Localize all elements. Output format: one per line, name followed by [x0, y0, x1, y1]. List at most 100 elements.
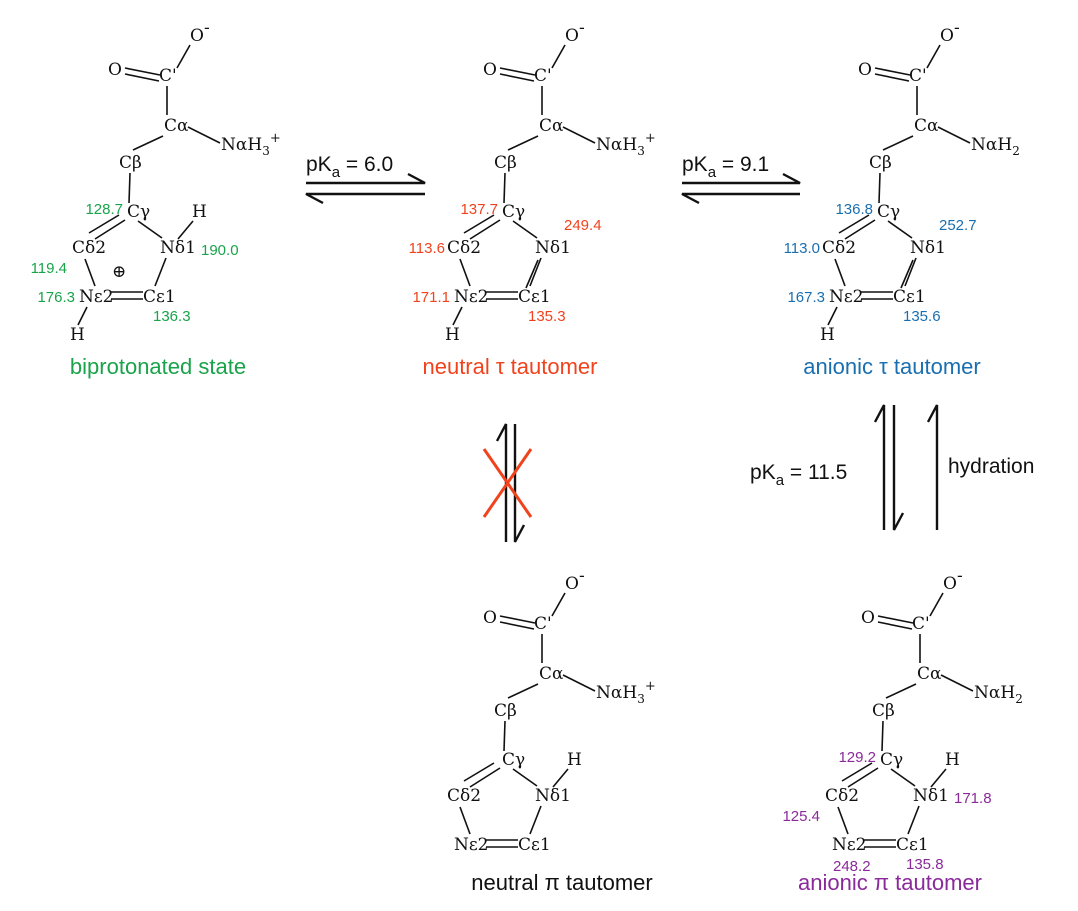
bond-ne2-h	[827, 306, 838, 326]
bond-cg-cd2	[847, 767, 879, 788]
beta-carbon: Cβ	[494, 153, 517, 173]
beta-carbon: Cβ	[869, 153, 892, 173]
bond-cg-cd2-double	[841, 762, 873, 782]
beta-carbon: Cβ	[119, 153, 142, 173]
oxygen-atom: O	[483, 60, 497, 80]
double-bond	[499, 67, 536, 76]
bond	[507, 683, 539, 699]
bond	[551, 44, 566, 69]
hydrogen-atom: H	[567, 750, 582, 770]
reverse-arrow	[305, 192, 425, 205]
up-arrow	[495, 423, 508, 542]
alpha-carbon: Cα	[164, 116, 189, 136]
epsilon1-carbon: Cε1	[143, 287, 176, 307]
amine-group: NαH3+	[221, 131, 281, 158]
delta1-nitrogen: Nδ1	[535, 786, 571, 806]
hydrogen-atom: H	[945, 750, 960, 770]
gamma-carbon: Cγ	[880, 750, 903, 770]
alpha-carbon: Cα	[917, 664, 942, 684]
bond-cd2-ne2	[459, 258, 471, 287]
shift-n-epsilon2: 171.1	[412, 289, 450, 306]
negative-charge: -	[204, 18, 210, 38]
carbonyl-carbon: C'	[912, 614, 930, 634]
up-arrow	[873, 404, 886, 530]
structure-label: anionic τ tautomer	[803, 354, 980, 379]
negative-charge: -	[579, 18, 585, 38]
epsilon2-nitrogen: Nε2	[454, 287, 489, 307]
bond-ce1-nd1	[904, 257, 917, 287]
epsilon2-nitrogen: Nε2	[454, 835, 489, 855]
shift-n-delta1: 249.4	[564, 217, 602, 234]
structure-label: neutral τ tautomer	[422, 354, 597, 379]
oxygen-anion: O	[940, 26, 954, 46]
bond-ne2-h	[452, 306, 463, 326]
bond	[132, 135, 164, 151]
hydrogen-atom: H	[192, 202, 207, 222]
cross-mark	[482, 448, 533, 518]
oxygen-atom: O	[108, 60, 122, 80]
delta2-carbon: Cδ2	[447, 238, 481, 258]
bond	[929, 592, 944, 617]
epsilon2-nitrogen: Nε2	[832, 835, 867, 855]
bond	[940, 674, 974, 692]
double-bond	[124, 67, 161, 76]
down-arrow	[892, 405, 905, 531]
oxygen-anion: O	[943, 574, 957, 594]
pka-label-6: pKa = 6.0	[306, 153, 393, 181]
shift-c-delta2: 113.6	[409, 240, 445, 257]
delta1-nitrogen: Nδ1	[910, 238, 946, 258]
bond-ce1-nd1-double	[900, 259, 914, 289]
hydrogen-atom: H	[70, 325, 85, 345]
shift-c-delta2: 113.0	[784, 240, 820, 257]
delta2-carbon: Cδ2	[825, 786, 859, 806]
bond-cg-nd1	[512, 220, 538, 239]
delta2-carbon: Cδ2	[447, 786, 481, 806]
epsilon2-nitrogen: Nε2	[829, 287, 864, 307]
delta2-carbon: Cδ2	[822, 238, 856, 258]
shift-n-epsilon2: 176.3	[37, 289, 75, 306]
epsilon1-carbon: Cε1	[518, 287, 551, 307]
bond-nd1-h	[930, 768, 947, 788]
gamma-carbon: Cγ	[502, 750, 525, 770]
double-bond	[124, 73, 160, 82]
hydrogen-atom: H	[445, 325, 460, 345]
hydration-arrow	[926, 404, 939, 530]
bond	[176, 44, 191, 69]
bond-ne2-h	[77, 306, 88, 326]
bond	[503, 172, 506, 204]
alpha-carbon: Cα	[914, 116, 939, 136]
double-bond	[874, 73, 910, 82]
equilibrium-neutral-tau-anionic-tau: pKa = 9.1	[681, 153, 801, 205]
bond	[187, 126, 221, 144]
amine-group: NαH3+	[596, 131, 656, 158]
alpha-carbon: Cα	[539, 664, 564, 684]
beta-carbon: Cβ	[494, 701, 517, 721]
double-bond	[499, 621, 535, 630]
shift-c-epsilon1: 136.3	[153, 308, 191, 325]
bond-cd2-ne2	[834, 258, 846, 287]
delta2-carbon: Cδ2	[72, 238, 106, 258]
hydration-label: hydration	[948, 455, 1034, 478]
equilibrium-biprotonated-neutral-tau: pKa = 6.0	[305, 153, 426, 205]
oxygen-anion: O	[565, 574, 579, 594]
double-bond	[499, 73, 535, 82]
bond-nd1-h	[552, 768, 569, 788]
bond-cg-cd2-double	[838, 214, 870, 234]
bond-ce1-nd1	[529, 805, 542, 835]
amine-group: NαH2	[971, 135, 1020, 158]
equilibrium-neutral-tau-neutral-pi-blocked	[482, 423, 533, 543]
bond-cg-cd2	[469, 767, 501, 788]
gamma-carbon: Cγ	[502, 202, 525, 222]
bond-ce1-nd1-double	[525, 259, 539, 289]
bond-cg-nd1	[137, 220, 163, 239]
delta1-nitrogen: Nδ1	[913, 786, 949, 806]
bond-cg-cd2-double	[463, 214, 495, 234]
forward-arrow	[306, 172, 426, 185]
shift-c-epsilon1: 135.6	[903, 308, 941, 325]
bond-cd2-ne2	[837, 806, 849, 835]
oxygen-atom: O	[861, 608, 875, 628]
